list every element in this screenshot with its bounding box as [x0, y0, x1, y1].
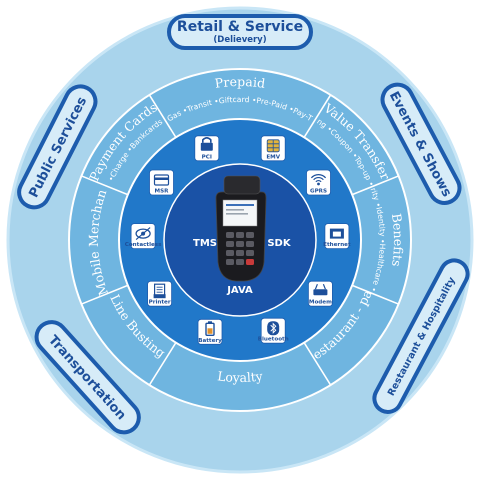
feature-printer: Printer — [147, 280, 173, 307]
segment-divider — [148, 342, 177, 386]
keypad-key — [236, 259, 244, 265]
market-pill — [372, 258, 470, 414]
feature-label: Bluetooth — [258, 337, 289, 343]
feature-ethernet: Ethernet — [323, 223, 351, 250]
feature-label: MSR — [155, 189, 170, 195]
feature-box — [130, 223, 156, 250]
feature-label: Ethernet — [323, 242, 351, 248]
feature-bluetooth: Bluetooth — [258, 317, 289, 344]
screen-line — [226, 204, 254, 206]
feature-msr: MSR — [149, 169, 174, 196]
feature-gprs: GPRS — [306, 169, 331, 196]
lock-icon — [200, 137, 213, 151]
feature-label: Battery — [198, 338, 222, 344]
screen-line — [226, 209, 244, 211]
keypad-key — [246, 250, 254, 256]
contactless-icon — [135, 227, 151, 241]
market-pill — [17, 84, 98, 210]
market-retail-service: Retail & Service(Delievery) — [167, 14, 313, 50]
feature-battery: Battery — [197, 318, 223, 345]
feature-label: Printer — [149, 300, 171, 306]
feature-label: PCI — [202, 154, 212, 160]
ethernet-icon — [329, 228, 344, 239]
keypad-key — [236, 250, 244, 256]
center-labels: TMS SDK JAVA — [193, 238, 292, 296]
bluetooth-icon — [267, 321, 280, 336]
segment-divider — [81, 284, 129, 305]
keypad-key — [226, 259, 234, 265]
modem-icon — [313, 283, 328, 296]
feature-label: Modem — [309, 300, 332, 306]
feature-label: Contactless — [125, 242, 162, 248]
center-tms-label: TMS — [193, 238, 217, 249]
battery-icon — [205, 321, 215, 336]
screen-line — [226, 213, 248, 215]
center-java-label: JAVA — [226, 285, 253, 296]
feature-emv: EMV — [260, 135, 286, 162]
segment-divider — [81, 175, 129, 196]
keypad-key — [226, 241, 234, 247]
segment-loyalty: Loyalty — [216, 368, 264, 385]
chip-icon — [266, 139, 280, 153]
feature-label: GPRS — [310, 189, 327, 195]
keypad-key — [246, 232, 254, 238]
market-pill — [34, 320, 141, 435]
signal-icon — [310, 174, 327, 186]
card-reader-icon — [153, 174, 170, 186]
segment-divider — [351, 284, 399, 305]
segment-title: Loyalty — [216, 368, 264, 385]
feature-label: EMV — [266, 154, 280, 160]
center-sdk-label: SDK — [267, 238, 292, 249]
feature-contactless: Contactless — [125, 223, 162, 250]
segment-divider — [148, 94, 177, 138]
segment-divider — [303, 94, 332, 138]
market-label: Retail & Service — [177, 19, 303, 35]
market-pill — [380, 82, 462, 205]
terminal-paper-roll — [223, 175, 261, 195]
segment-title: Benefits — [389, 213, 406, 268]
keypad-key — [246, 259, 254, 265]
market-pill — [167, 14, 313, 50]
segment-title: Prepaid — [214, 74, 266, 91]
keypad-key — [246, 241, 254, 247]
keypad-key — [226, 232, 234, 238]
keypad-key — [236, 241, 244, 247]
payment-terminal-image — [215, 175, 267, 282]
feature-modem: Modem — [307, 280, 333, 307]
market-sublabel: (Delievery) — [213, 35, 266, 45]
keypad-key — [236, 232, 244, 238]
terminal-keypad — [226, 232, 254, 265]
feature-pci: PCI — [194, 135, 220, 162]
segment-divider — [351, 175, 399, 196]
keypad-key — [226, 250, 234, 256]
segment-divider — [303, 342, 332, 386]
printer-icon — [153, 283, 166, 299]
